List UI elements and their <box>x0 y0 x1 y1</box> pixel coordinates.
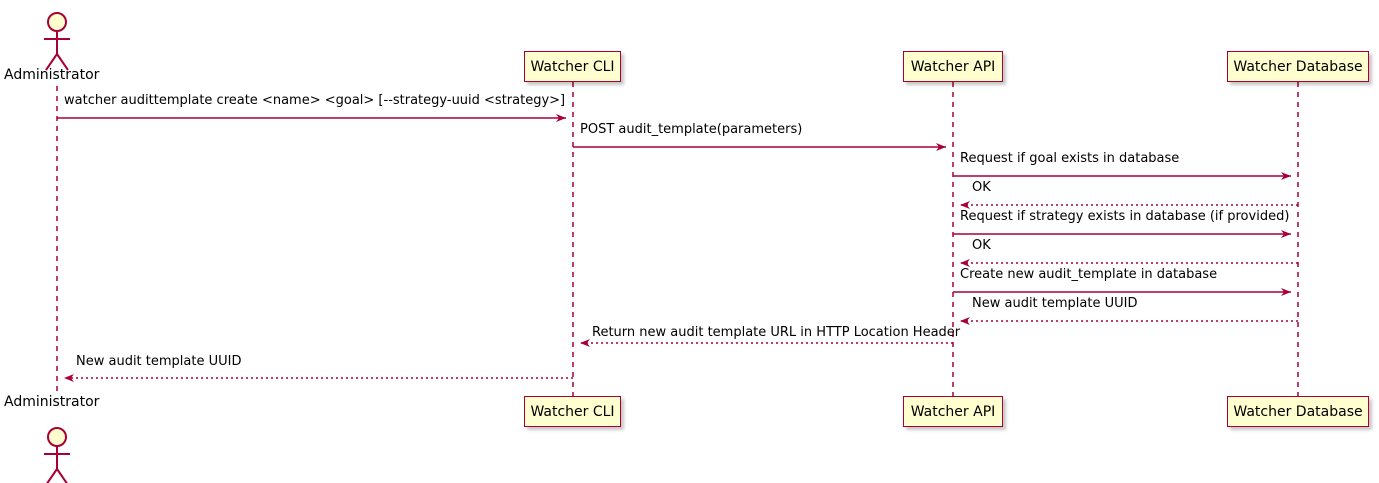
actor-head <box>47 12 67 32</box>
actor-leg-right <box>56 468 68 483</box>
actor-figures-group <box>44 12 70 483</box>
participant-box-watcher-database-top[interactable]: Watcher Database <box>1227 51 1369 82</box>
actor-head <box>47 427 67 447</box>
actor-leg-right <box>56 53 69 71</box>
actor-figure-administrator-bottom <box>44 427 70 483</box>
participant-box-watcher-api-top[interactable]: Watcher API <box>903 51 1003 82</box>
message-label-9: Return new audit template URL in HTTP Lo… <box>592 325 961 340</box>
participant-box-watcher-database-bottom[interactable]: Watcher Database <box>1227 396 1369 427</box>
actor-label-administrator-bottom: Administrator <box>4 394 100 410</box>
message-label-5: Request if strategy exists in database (… <box>960 209 1290 224</box>
participant-box-watcher-cli-top[interactable]: Watcher CLI <box>524 51 621 82</box>
actor-leg-left <box>46 468 58 483</box>
message-label-8: New audit template UUID <box>972 296 1138 311</box>
actor-figure-administrator-top <box>44 12 70 71</box>
message-label-6: OK <box>972 238 991 253</box>
message-label-7: Create new audit_template in database <box>960 267 1218 282</box>
participant-box-watcher-api-bottom[interactable]: Watcher API <box>903 396 1003 427</box>
message-label-3: Request if goal exists in database <box>960 151 1180 166</box>
message-label-2: POST audit_template(parameters) <box>580 122 803 137</box>
message-arrows-group <box>57 114 1298 382</box>
participant-box-watcher-cli-bottom[interactable]: Watcher CLI <box>524 396 621 427</box>
message-label-1: watcher audittemplate create <name> <goa… <box>64 93 566 108</box>
message-label-4: OK <box>972 180 991 195</box>
actor-leg-left <box>45 53 58 71</box>
actor-label-administrator-top: Administrator <box>4 67 100 83</box>
message-label-10: New audit template UUID <box>76 354 242 369</box>
